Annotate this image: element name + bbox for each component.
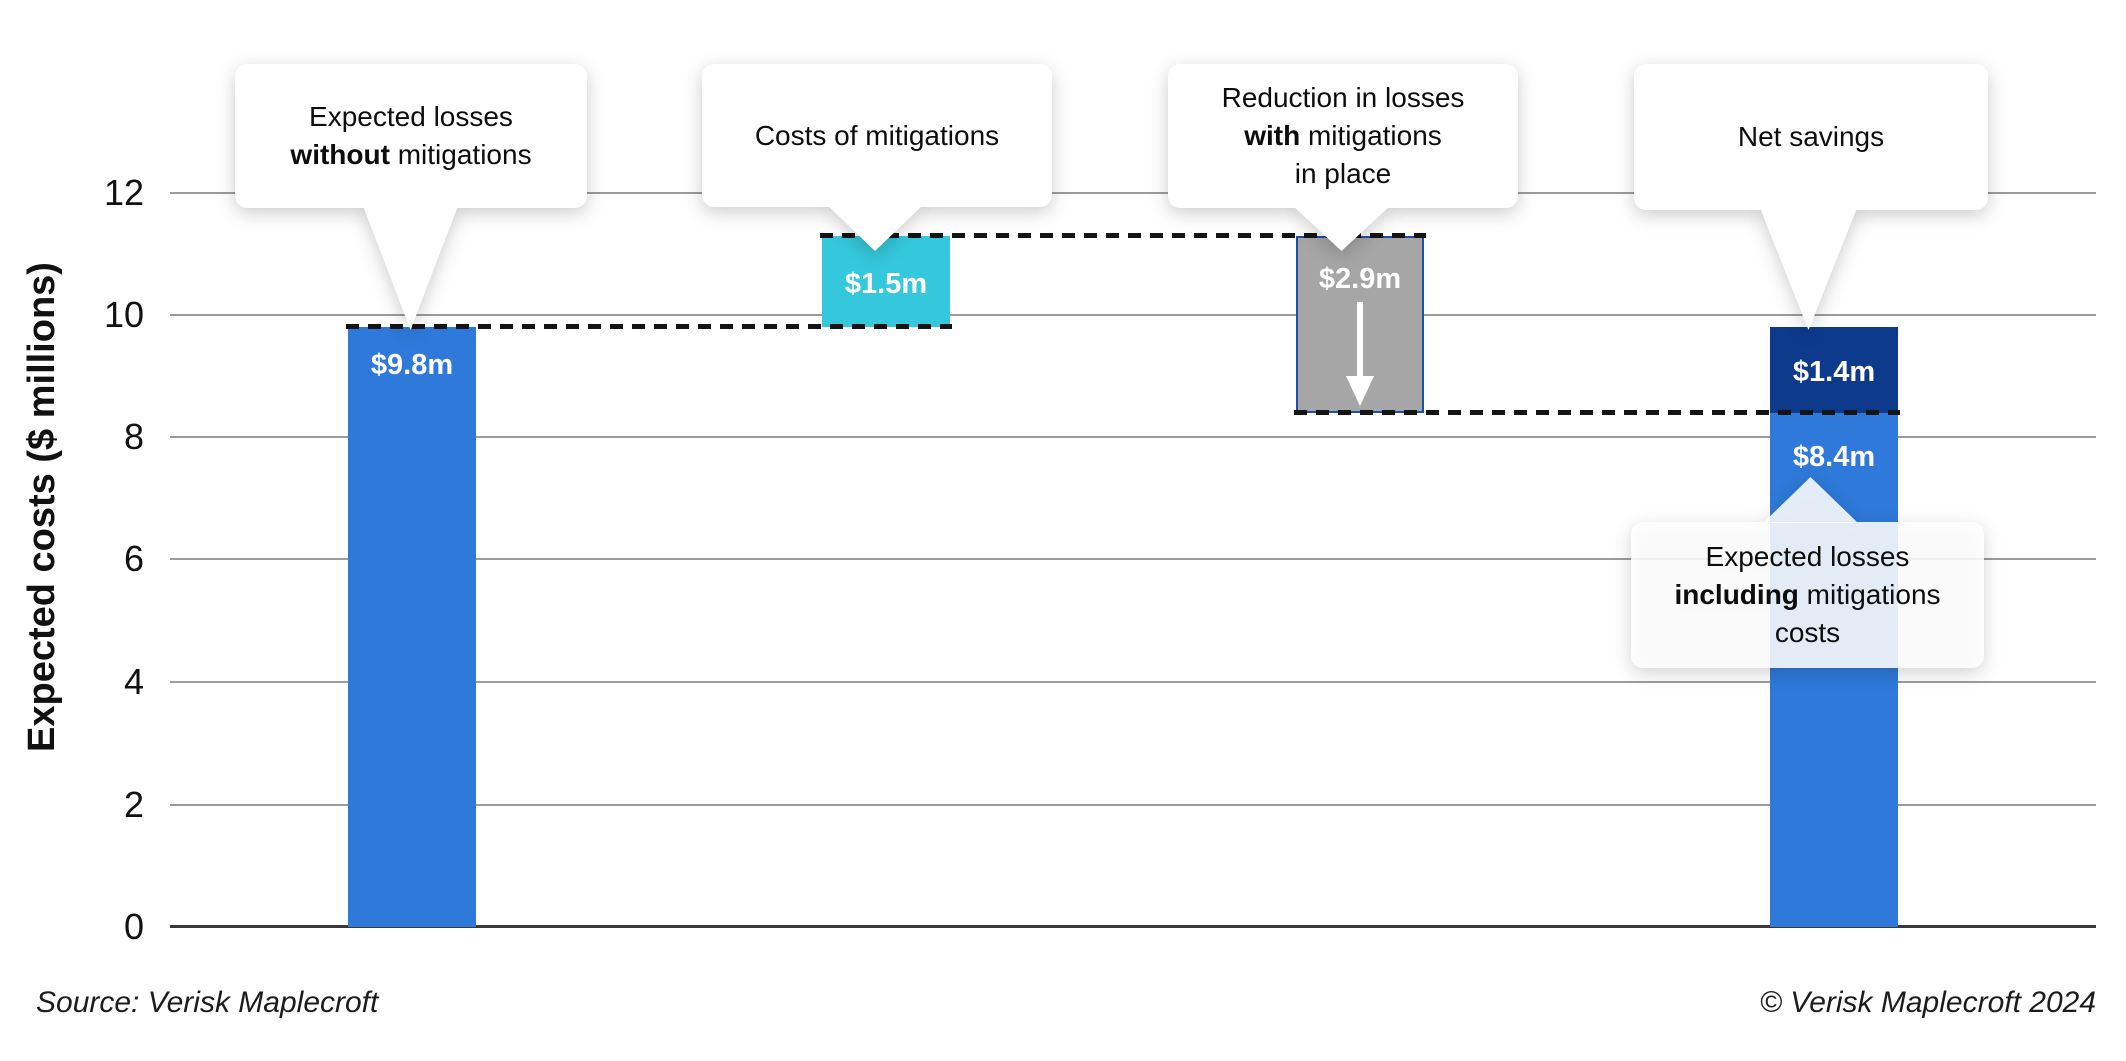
y-tick-label: 8	[123, 416, 144, 457]
gridline	[170, 681, 2096, 683]
source-attribution: Source: Verisk Maplecroft	[36, 986, 379, 1019]
gridline	[170, 192, 2096, 194]
value-label: $1.5m	[844, 268, 928, 300]
y-tick-label: 10	[103, 294, 144, 335]
down-arrow-icon	[1357, 302, 1363, 378]
bar-net-savings	[1770, 327, 1898, 413]
bar-expected-losses-without-mitigations	[348, 327, 476, 927]
callout-text: Reduction in losses with mitigations in …	[1221, 82, 1465, 189]
callout-pointer	[363, 206, 458, 330]
callout-bubble: Reduction in losses with mitigations in …	[1168, 64, 1518, 208]
callout-bubble: Net savings	[1634, 64, 1988, 210]
y-tick-label: 0	[123, 906, 144, 947]
gridline	[170, 314, 2096, 316]
dashed-connector-11-3	[820, 233, 1426, 238]
callout-text: Expected losses without mitigations	[290, 101, 532, 170]
value-label: $1.4m	[1792, 356, 1876, 388]
bar-expected-losses-including-mitigations	[1770, 413, 1898, 927]
callout-text: Costs of mitigations	[754, 119, 1000, 151]
callout-bubble: Costs of mitigations	[702, 64, 1052, 207]
value-label: $2.9m	[1318, 263, 1402, 295]
y-tick-label: 2	[123, 784, 144, 825]
gridline	[170, 436, 2096, 438]
y-tick-label: 12	[103, 172, 144, 213]
bar-costs-of-mitigations	[822, 236, 950, 327]
copyright-text: © Verisk Maplecroft 2024	[1759, 986, 2096, 1019]
y-tick-label: 6	[123, 538, 144, 579]
dashed-connector-9-8	[346, 324, 952, 329]
x-axis-baseline	[170, 925, 2096, 928]
y-tick-label: 4	[123, 661, 144, 702]
y-axis-title: Expected costs ($ millions)	[21, 262, 63, 752]
dashed-connector-8-4	[1294, 410, 1900, 415]
callout-bubble: Expected losses without mitigations	[235, 64, 587, 208]
gridline	[170, 558, 2096, 560]
value-label: $9.8m	[370, 349, 454, 381]
gridline	[170, 804, 2096, 806]
callout-pointer	[1760, 208, 1857, 330]
callout-text: Net savings	[1737, 121, 1885, 152]
value-label: $8.4m	[1792, 441, 1876, 473]
